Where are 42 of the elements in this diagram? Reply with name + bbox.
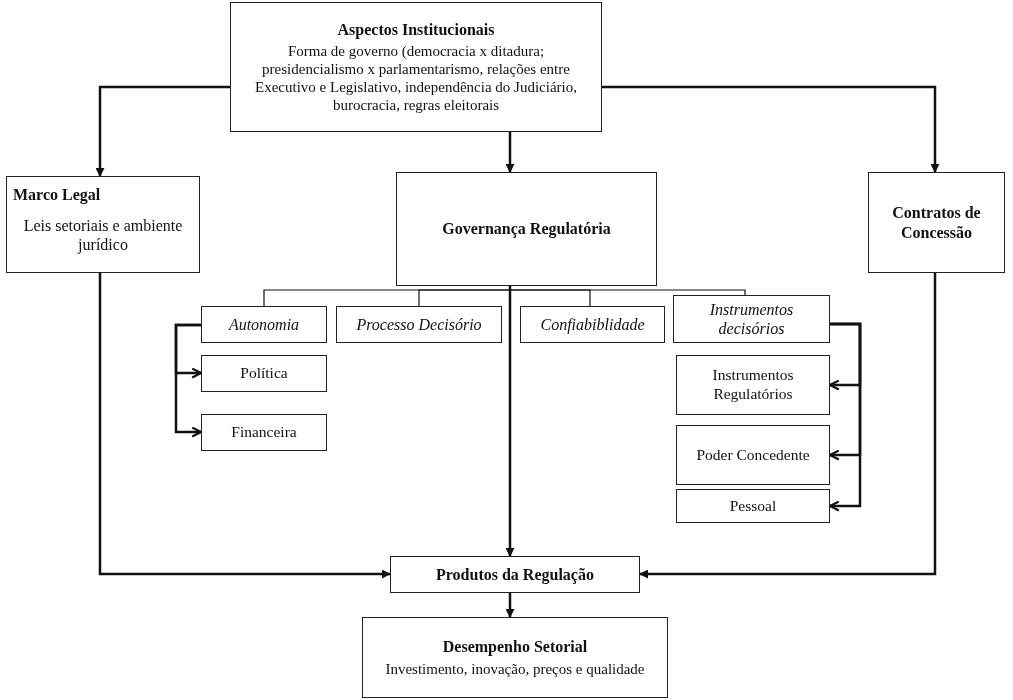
process-box: [673, 295, 830, 343]
process-box: [520, 306, 665, 343]
process-box: [676, 489, 830, 523]
box-text: Instrumentos decisórios: [708, 299, 795, 339]
process-box: [201, 355, 327, 392]
arrow: [95, 85, 230, 177]
arrow: [639, 273, 937, 579]
box-text: Contratos de Concessão: [891, 203, 982, 242]
box-text: Pessoal: [729, 496, 777, 516]
arrow: [505, 593, 515, 618]
box-text: Forma de governo (democracia x ditadura; presidencialismo x parlamentarismo, relações entre Executivo e Legislativo, independência do Judiciário, burocracia, regras eleitorais: [254, 42, 578, 115]
box-text: Processo Decisório: [356, 314, 482, 335]
box-text: Instrumentos Regulatórios: [711, 366, 795, 404]
arrow: [98, 273, 391, 579]
box-text: Política: [240, 364, 288, 383]
box-text: Governança Regulatória: [442, 219, 611, 239]
process-box: [396, 172, 657, 286]
box-text: Confiabiblidade: [540, 314, 645, 335]
box-text: Autonomia: [228, 314, 300, 335]
process-box: [676, 425, 830, 485]
arrow: [602, 85, 940, 173]
box-text: Produtos da Regulação: [436, 564, 594, 585]
process-box: [868, 172, 1005, 273]
process-box: [336, 306, 502, 343]
box-text: Investimento, inovação, preços e qualidade: [385, 659, 645, 678]
process-box: [390, 556, 640, 593]
process-box: [230, 2, 602, 132]
process-box: [201, 414, 327, 451]
process-box: [201, 306, 327, 343]
box-text: Poder Concedente: [696, 445, 810, 465]
box-title: Aspectos Institucionais: [337, 19, 495, 40]
process-box: [362, 617, 668, 698]
arrow: [828, 322, 862, 512]
process-box: [6, 176, 200, 273]
box-title: Marco Legal: [13, 185, 101, 205]
arrow: [174, 323, 203, 438]
box-text: Financeira: [231, 423, 297, 442]
arrow: [505, 132, 515, 173]
arrow: [505, 286, 515, 557]
process-box: [676, 355, 830, 415]
box-text: Leis setoriais e ambiente jurídico: [22, 216, 184, 255]
box-title: Desempenho Setorial: [442, 637, 588, 657]
